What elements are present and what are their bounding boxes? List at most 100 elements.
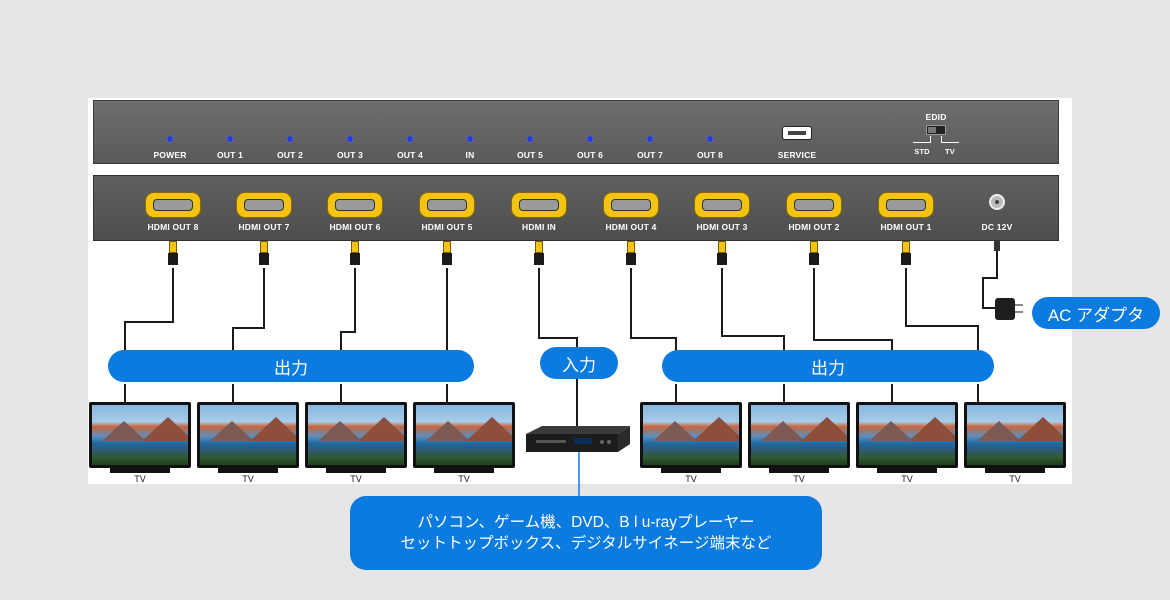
plug-dc-icon xyxy=(994,241,1000,251)
port-label-hdmi-out7: HDMI OUT 7 xyxy=(238,222,290,232)
plug-out5-icon xyxy=(443,241,451,253)
indicator-label-out8: OUT 8 xyxy=(696,150,724,160)
hdmi-out1-port-icon xyxy=(878,192,934,218)
out2-led xyxy=(287,136,293,142)
dc-label: DC 12V xyxy=(981,222,1013,232)
plug-out3-icon xyxy=(718,241,726,253)
ac-adapter-icon xyxy=(995,298,1015,320)
output-label-left: 出力 xyxy=(108,350,474,382)
service-usb-port-icon xyxy=(782,126,812,140)
cable-out7 xyxy=(232,268,265,352)
edid-tv-tick-v xyxy=(941,136,942,143)
dvd-player-icon xyxy=(526,426,630,452)
out7-led xyxy=(647,136,653,142)
plug-out4-icon xyxy=(627,241,635,253)
plug-in-icon xyxy=(535,241,543,253)
indicator-label-out7: OUT 7 xyxy=(636,150,664,160)
cable-out4 xyxy=(630,268,677,352)
tv-stand xyxy=(661,468,721,473)
input-label: 入力 xyxy=(540,347,618,379)
cable-out2 xyxy=(813,268,893,352)
hdmi-out6-port-icon xyxy=(327,192,383,218)
hdmi-in-port-icon xyxy=(511,192,567,218)
edid-tv-label: TV xyxy=(945,147,955,156)
tv-label: TV xyxy=(901,474,913,484)
callout-line-2: セットトップボックス、デジタルサイネージ端末など xyxy=(400,535,772,552)
indicator-label-out2: OUT 2 xyxy=(276,150,304,160)
plug-out4-body xyxy=(626,253,636,265)
edid-std-label: STD xyxy=(914,147,930,156)
plug-out6-body xyxy=(350,253,360,265)
out4-led xyxy=(407,136,413,142)
cable-out6 xyxy=(340,268,356,352)
plug-out6-icon xyxy=(351,241,359,253)
indicator-label-out5: OUT 5 xyxy=(516,150,544,160)
hdmi-out5-port-icon xyxy=(419,192,475,218)
plug-out8-body xyxy=(168,253,178,265)
plug-out1-body xyxy=(901,253,911,265)
tv-label: TV xyxy=(458,474,470,484)
edid-switch-icon xyxy=(926,125,946,135)
hdmi-out8-port-icon xyxy=(145,192,201,218)
tv-stand xyxy=(110,468,170,473)
ac-adapter-prong2-icon xyxy=(1015,311,1023,313)
port-label-hdmi-out1: HDMI OUT 1 xyxy=(880,222,932,232)
hdmi-out3-port-icon xyxy=(694,192,750,218)
tv-monitor-icon xyxy=(89,402,191,468)
edid-tv-tick xyxy=(941,142,959,143)
edid-std-tick xyxy=(913,142,931,143)
ac-adapter-prong-icon xyxy=(1015,304,1023,306)
plug-out7-icon xyxy=(260,241,268,253)
hdmi-out7-port-icon xyxy=(236,192,292,218)
power-led xyxy=(167,136,173,142)
out1-led xyxy=(227,136,233,142)
tv-stand xyxy=(985,468,1045,473)
tv-monitor-icon xyxy=(413,402,515,468)
indicator-label-out1: OUT 1 xyxy=(216,150,244,160)
tv-monitor-icon xyxy=(856,402,958,468)
cable-out8 xyxy=(124,268,174,352)
tv-label: TV xyxy=(134,474,146,484)
port-label-hdmi-in: HDMI IN xyxy=(522,222,556,232)
ac-adapter-label: AC アダプタ xyxy=(1032,297,1160,329)
dc-power-jack-icon xyxy=(989,194,1005,210)
out8-led xyxy=(707,136,713,142)
port-label-hdmi-out2: HDMI OUT 2 xyxy=(788,222,840,232)
tv-monitor-icon xyxy=(640,402,742,468)
tv-stand xyxy=(877,468,937,473)
tv-monitor-icon xyxy=(305,402,407,468)
indicator-label-out4: OUT 4 xyxy=(396,150,424,160)
tv-stand xyxy=(769,468,829,473)
out5-led xyxy=(527,136,533,142)
cable-out3 xyxy=(721,268,785,352)
plug-in-body xyxy=(534,253,544,265)
indicator-label-power: POWER xyxy=(153,150,187,160)
source-devices-callout: パソコン、ゲーム機、DVD、B l u-rayプレーヤー セットトップボックス、… xyxy=(350,496,822,570)
plug-out2-body xyxy=(809,253,819,265)
edid-std-tick-v xyxy=(930,136,931,143)
indicator-label-in: IN xyxy=(465,150,475,160)
plug-out8-icon xyxy=(169,241,177,253)
indicator-label-out3: OUT 3 xyxy=(336,150,364,160)
tv-monitor-icon xyxy=(964,402,1066,468)
plug-out5-body xyxy=(442,253,452,265)
plug-out2-icon xyxy=(810,241,818,253)
tv-monitor-icon xyxy=(197,402,299,468)
port-label-hdmi-out8: HDMI OUT 8 xyxy=(147,222,199,232)
tv-stand xyxy=(326,468,386,473)
tv-monitor-icon xyxy=(748,402,850,468)
splitter-front-panel xyxy=(93,100,1059,164)
hdmi-out4-port-icon xyxy=(603,192,659,218)
tv-label: TV xyxy=(793,474,805,484)
plug-out1-icon xyxy=(902,241,910,253)
indicator-label-out6: OUT 6 xyxy=(576,150,604,160)
service-label: SERVICE xyxy=(777,150,817,160)
cable-out1 xyxy=(905,268,979,352)
tv-label: TV xyxy=(1009,474,1021,484)
callout-line-1: パソコン、ゲーム機、DVD、B l u-rayプレーヤー xyxy=(417,514,755,531)
tv-label: TV xyxy=(685,474,697,484)
port-label-hdmi-out4: HDMI OUT 4 xyxy=(605,222,657,232)
cable-dc xyxy=(982,244,998,309)
